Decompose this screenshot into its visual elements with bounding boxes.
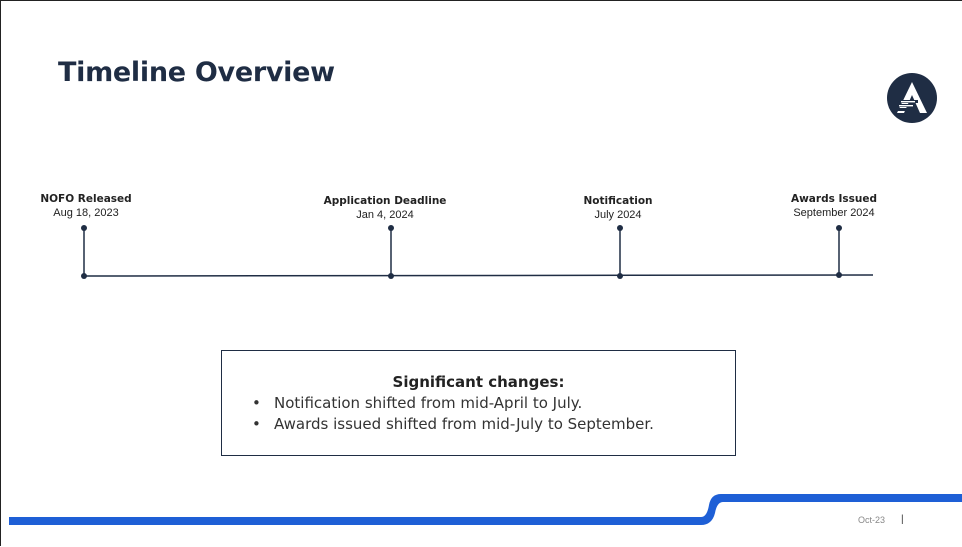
significant-changes-box: Significant changes: • Notification shift… <box>221 350 736 456</box>
timeline-axis <box>83 274 874 277</box>
change-text: Notification shifted from mid-April to J… <box>274 394 583 412</box>
milestone-label: NOFO Released <box>40 193 132 205</box>
milestone-marker-notification <box>617 225 623 279</box>
footer-bar <box>9 494 962 525</box>
list-item: • Awards issued shifted from mid-July to … <box>252 414 654 435</box>
milestone-marker-nofo <box>81 225 87 279</box>
milestone-label: Application Deadline <box>323 195 447 207</box>
footer-separator: | <box>901 514 904 525</box>
footer-date: Oct-23 <box>858 515 886 525</box>
milestone-date: Jan 4, 2024 <box>356 209 414 221</box>
page-title: Timeline Overview <box>58 57 335 88</box>
milestone-marker-awards <box>836 225 842 278</box>
milestone-awards: Awards Issued September 2024 <box>791 192 877 220</box>
changes-title: Significant changes: <box>392 373 565 391</box>
milestone-date: July 2024 <box>594 209 642 221</box>
bullet-icon: • <box>252 394 261 412</box>
changes-list: • Notification shifted from mid-April to … <box>252 393 654 435</box>
milestone-label: Awards Issued <box>790 193 878 205</box>
change-text: Awards issued shifted from mid-July to S… <box>274 415 654 433</box>
milestone-label: Notification <box>583 195 653 207</box>
milestone-date: September 2024 <box>793 207 875 219</box>
milestone-notification: Notification July 2024 <box>583 194 652 222</box>
milestone-date: Aug 18, 2023 <box>53 207 119 219</box>
milestone-deadline: Application Deadline Jan 4, 2024 <box>324 194 447 222</box>
milestone-nofo: NOFO Released Aug 18, 2023 <box>40 192 131 220</box>
bullet-icon: • <box>252 415 261 433</box>
milestone-marker-deadline <box>388 225 394 279</box>
agency-logo-icon <box>887 73 937 123</box>
list-item: • Notification shifted from mid-April to … <box>252 393 654 414</box>
